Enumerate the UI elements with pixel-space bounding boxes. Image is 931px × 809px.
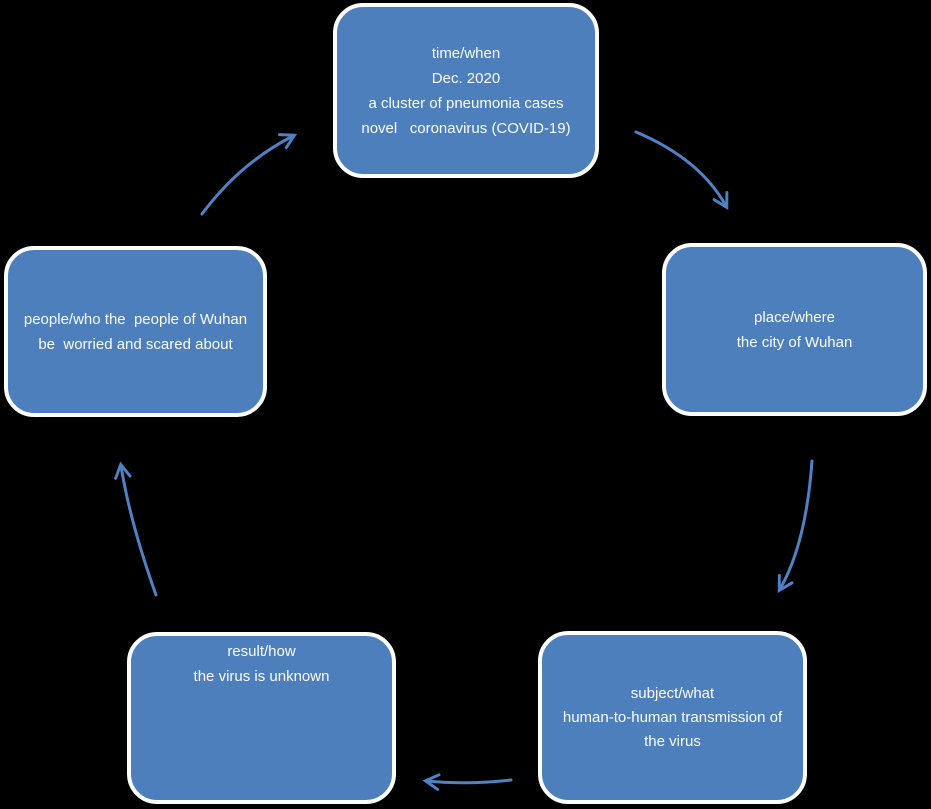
- node-text-line: the city of Wuhan: [736, 333, 853, 351]
- node-time-when: time/when Dec. 2020 a cluster of pneumon…: [333, 3, 599, 178]
- node-text-line: human-to-human transmission of: [562, 708, 783, 726]
- node-text-line: result/how: [227, 643, 296, 660]
- node-result-how: result/how the virus is unknown: [127, 632, 396, 804]
- node-text-line: the virus: [644, 732, 701, 750]
- arrow-time-to-place: [634, 130, 729, 211]
- node-text-line: subject/what: [630, 684, 715, 702]
- arrow-result-to-people: [114, 461, 158, 597]
- arrow-place-to-subject: [777, 459, 814, 593]
- arrow-subject-to-result: [422, 773, 513, 791]
- node-text-line: Dec. 2020: [431, 69, 501, 87]
- arrow-people-to-time: [200, 133, 298, 216]
- node-subject-what: subject/what human-to-human transmission…: [538, 631, 807, 804]
- node-text-line: people/who the people of Wuhan: [23, 310, 248, 328]
- node-people-who: people/who the people of Wuhan be worrie…: [4, 246, 267, 417]
- node-text-line: a cluster of pneumonia cases: [368, 94, 564, 112]
- node-text-line: place/where: [754, 308, 835, 326]
- node-text-line: the virus is unknown: [193, 668, 330, 685]
- node-text-line: time/when: [431, 44, 501, 62]
- node-place-where: place/where the city of Wuhan: [662, 243, 927, 416]
- node-text-line: be worried and scared about: [38, 335, 233, 353]
- node-text-line: novel coronavirus (COVID-19): [361, 119, 571, 137]
